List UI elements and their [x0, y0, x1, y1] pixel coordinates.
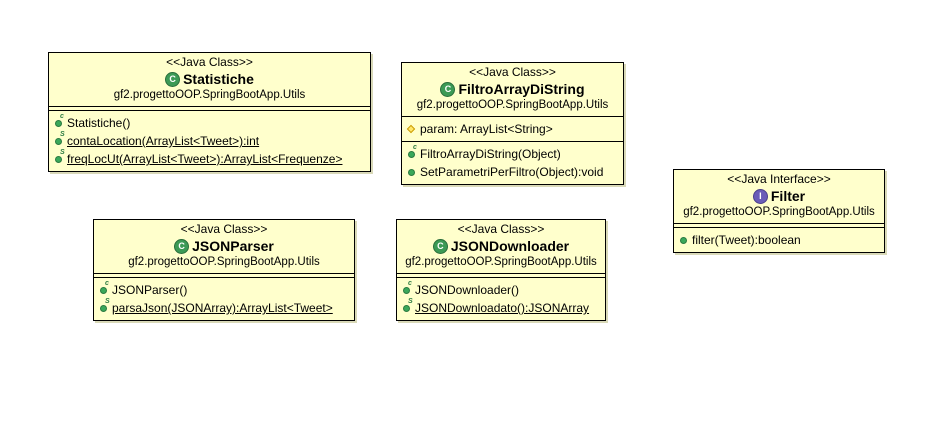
method-signature: filter(Tweet):boolean [692, 233, 801, 247]
public-static-method-icon: S [54, 131, 65, 146]
static-marker: S [60, 149, 65, 156]
class-box-filtro-array-di-string[interactable]: <<Java Class>> C FiltroArrayDiString gf2… [401, 62, 624, 185]
public-method-icon [407, 167, 417, 177]
class-name: JSONParser [192, 238, 274, 254]
public-constructor-icon: c [54, 113, 64, 128]
class-header: <<Java Interface>> I Filter gf2.progetto… [674, 170, 884, 223]
stereotype-label: <<Java Class>> [469, 65, 556, 79]
protected-attribute-icon [406, 124, 417, 134]
method-row[interactable]: SetParametriPerFiltro(Object):void [407, 163, 619, 181]
method-row[interactable]: filter(Tweet):boolean [679, 231, 880, 249]
attribute-signature: param: ArrayList<String> [420, 122, 553, 136]
method-row[interactable]: S contaLocation(ArrayList<Tweet>):int [54, 131, 366, 150]
package-name: gf2.progettoOOP.SpringBootApp.Utils [416, 99, 609, 111]
method-row[interactable]: S JSONDownloadato():JSONArray [402, 298, 601, 317]
class-name: JSONDownloader [450, 238, 570, 254]
attributes-compartment [94, 273, 354, 277]
class-icon: C [432, 238, 448, 254]
method-signature: Statistiche() [67, 116, 131, 130]
constructor-marker: c [408, 280, 412, 287]
attributes-compartment [674, 223, 884, 227]
package-name: gf2.progettoOOP.SpringBootApp.Utils [683, 206, 875, 218]
method-signature: JSONParser() [112, 283, 188, 297]
package-name: gf2.progettoOOP.SpringBootApp.Utils [128, 256, 320, 268]
class-icon: C [165, 71, 181, 87]
method-signature: parsaJson(JSONArray):ArrayList<Tweet> [112, 301, 333, 315]
class-header: <<Java Class>> C FiltroArrayDiString gf2… [402, 63, 623, 116]
constructor-marker: c [105, 280, 109, 287]
interface-box-filter[interactable]: <<Java Interface>> I Filter gf2.progetto… [673, 169, 885, 253]
method-row[interactable]: c FiltroArrayDiString(Object) [407, 144, 619, 163]
constructor-marker: c [60, 113, 64, 120]
package-name: gf2.progettoOOP.SpringBootApp.Utils [113, 89, 306, 101]
package-name: gf2.progettoOOP.SpringBootApp.Utils [405, 256, 597, 268]
static-marker: S [408, 298, 413, 305]
attributes-compartment: param: ArrayList<String> [402, 116, 623, 141]
class-header: <<Java Class>> C Statistiche gf2.progett… [49, 53, 370, 106]
stereotype-label: <<Java Class>> [180, 222, 268, 236]
static-marker: S [105, 298, 110, 305]
class-box-statistiche[interactable]: <<Java Class>> C Statistiche gf2.progett… [48, 52, 371, 172]
attribute-row[interactable]: param: ArrayList<String> [406, 120, 619, 138]
stereotype-label: <<Java Class>> [166, 55, 253, 69]
static-marker: S [60, 131, 65, 138]
class-icon: C [440, 81, 456, 97]
methods-compartment: c FiltroArrayDiString(Object) SetParamet… [402, 141, 623, 184]
methods-compartment: c JSONDownloader() S JSONDownloadato():J… [397, 277, 605, 320]
class-icon: C [174, 238, 190, 254]
public-constructor-icon: c [407, 144, 417, 159]
method-row[interactable]: c Statistiche() [54, 113, 366, 132]
attributes-compartment [49, 106, 370, 110]
stereotype-label: <<Java Class>> [457, 222, 545, 236]
method-row[interactable]: S parsaJson(JSONArray):ArrayList<Tweet> [99, 298, 350, 317]
public-static-method-icon: S [54, 149, 65, 164]
method-signature: JSONDownloadato():JSONArray [415, 301, 590, 315]
method-signature: JSONDownloader() [415, 283, 520, 297]
class-box-json-downloader[interactable]: <<Java Class>> C JSONDownloader gf2.prog… [396, 219, 606, 321]
public-static-method-icon: S [402, 298, 413, 313]
method-signature: SetParametriPerFiltro(Object):void [420, 165, 604, 179]
method-row[interactable]: c JSONDownloader() [402, 280, 601, 299]
interface-icon: I [752, 188, 768, 204]
public-method-icon [679, 235, 689, 245]
class-header: <<Java Class>> C JSONDownloader gf2.prog… [397, 220, 605, 273]
method-signature: freqLocUt(ArrayList<Tweet>):ArrayList<Fr… [67, 152, 343, 166]
class-box-json-parser[interactable]: <<Java Class>> C JSONParser gf2.progetto… [93, 219, 355, 321]
attributes-compartment [397, 273, 605, 277]
class-name: Statistiche [183, 71, 254, 87]
public-static-method-icon: S [99, 298, 110, 313]
public-constructor-icon: c [99, 280, 109, 295]
method-signature: FiltroArrayDiString(Object) [420, 147, 561, 161]
method-signature: contaLocation(ArrayList<Tweet>):int [67, 134, 260, 148]
methods-compartment: c Statistiche() S contaLocation(ArrayLis… [49, 110, 370, 171]
stereotype-label: <<Java Interface>> [727, 172, 831, 186]
constructor-marker: c [413, 144, 417, 151]
class-header: <<Java Class>> C JSONParser gf2.progetto… [94, 220, 354, 273]
public-constructor-icon: c [402, 280, 412, 295]
method-row[interactable]: c JSONParser() [99, 280, 350, 299]
class-name: Filter [770, 188, 806, 204]
method-row[interactable]: S freqLocUt(ArrayList<Tweet>):ArrayList<… [54, 149, 366, 168]
methods-compartment: filter(Tweet):boolean [674, 227, 884, 252]
class-name: FiltroArrayDiString [458, 81, 585, 97]
methods-compartment: c JSONParser() S parsaJson(JSONArray):Ar… [94, 277, 354, 320]
